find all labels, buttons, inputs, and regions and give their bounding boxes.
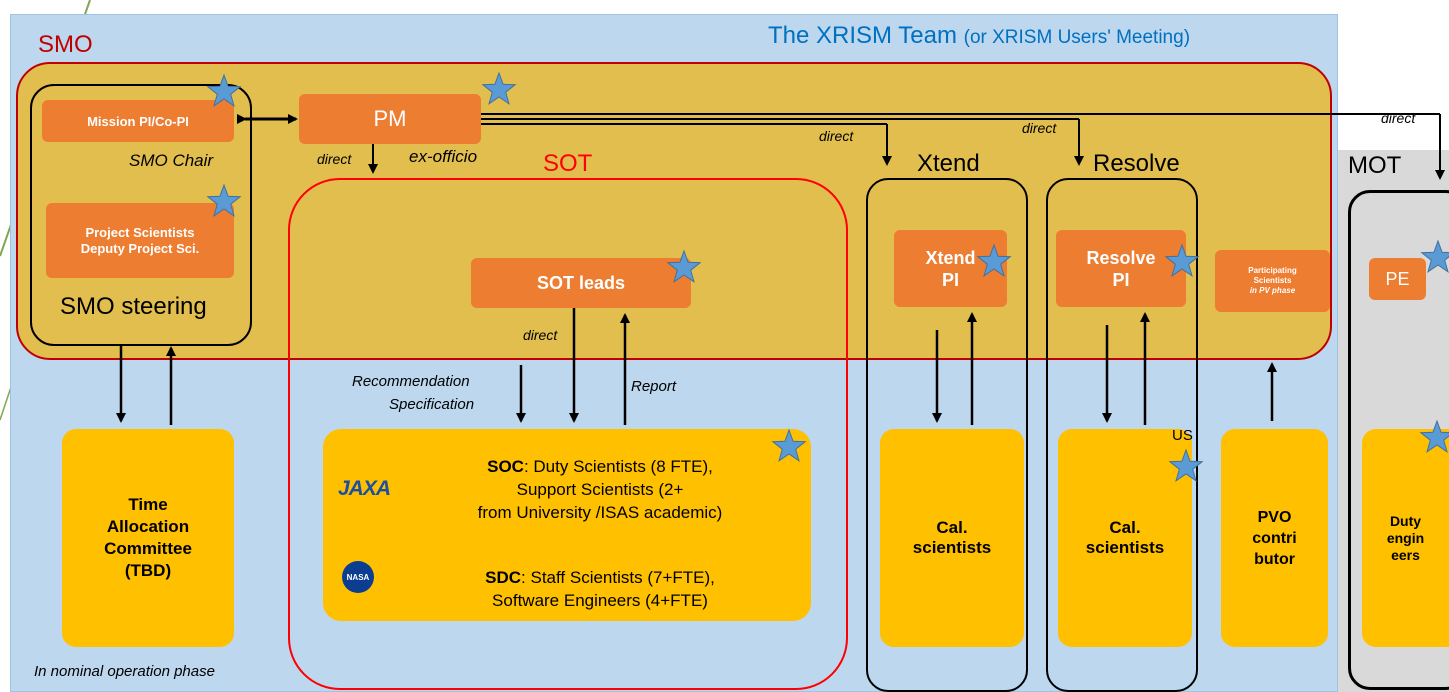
- pvo-line: PVO: [1257, 508, 1292, 526]
- duty-engineers-line: Duty: [1389, 512, 1422, 529]
- sot-label: SOT: [543, 150, 593, 177]
- nasa-logo-text: NASA: [346, 572, 370, 582]
- xtend-cal-box: Cal. scientists: [880, 429, 1024, 647]
- duty-engineers-box: Duty engin eers: [1362, 429, 1449, 647]
- jaxa-logo: JAXA: [338, 477, 391, 500]
- team-title-text: The XRISM Team: [768, 22, 957, 49]
- pvo-contributor-box: PVO contri butor: [1221, 429, 1328, 647]
- resolve-cal-line: scientists: [1085, 538, 1165, 557]
- nasa-logo: NASA: [342, 561, 374, 593]
- team-title: The XRISM Team (or XRISM Users' Meeting): [768, 22, 1190, 50]
- resolve-group: [1046, 178, 1198, 692]
- project-scientists-box: Project Scientists Deputy Project Sci.: [46, 203, 234, 278]
- soc-text: SOC: Duty Scientists (8 FTE), Support Sc…: [390, 455, 810, 524]
- participating-scientists-box: Participating Scientists in PV phase: [1215, 250, 1330, 312]
- xtend-label: Xtend: [917, 150, 980, 177]
- resolve-pi-line: PI: [1112, 269, 1130, 290]
- pm-box: PM: [299, 94, 481, 144]
- tac-line: Time: [128, 495, 168, 514]
- tac-line: (TBD): [124, 561, 172, 580]
- duty-engineers-line: eers: [1391, 546, 1420, 563]
- mot-direct-label: direct: [1381, 110, 1416, 126]
- pe-box: PE: [1369, 258, 1426, 300]
- soc-sdc-box: [323, 429, 811, 621]
- pm-direct-label: direct: [317, 151, 352, 167]
- sdc-text: SDC: Staff Scientists (7+FTE), Software …: [390, 566, 810, 612]
- participating-line: in PV phase: [1249, 286, 1296, 295]
- xtend-cal-line: scientists: [912, 538, 992, 557]
- ex-officio-label: ex-officio: [409, 147, 478, 166]
- mission-pi-box: Mission PI/Co-PI: [42, 100, 234, 142]
- specification-label: Specification: [389, 396, 475, 413]
- resolve-label: Resolve: [1093, 150, 1180, 177]
- sot-direct-label: direct: [523, 327, 558, 343]
- resolve-pi-line: Resolve: [1086, 247, 1156, 268]
- tac-line: Allocation: [106, 517, 190, 536]
- recommendation-label: Recommendation: [352, 373, 470, 390]
- project-scientists-line: Project Scientists: [85, 224, 195, 240]
- pvo-line: contri: [1252, 529, 1297, 547]
- soc-line: : Duty Scientists (8 FTE),: [523, 457, 713, 476]
- smo-steering-group: [30, 84, 252, 346]
- resolve-cal-box: Cal. scientists: [1058, 429, 1192, 647]
- team-title-suffix: (or XRISM Users' Meeting): [963, 27, 1191, 48]
- duty-engineers-line: engin: [1386, 529, 1425, 546]
- mot-group: [1348, 190, 1449, 690]
- sdc-name: SDC: [485, 568, 522, 587]
- soc-line: from University /ISAS academic): [477, 503, 723, 522]
- resolve-direct-label: direct: [1022, 120, 1057, 136]
- xtend-pi-box: Xtend PI: [894, 230, 1007, 307]
- xtend-direct-label: direct: [819, 128, 854, 144]
- project-scientists-line: Deputy Project Sci.: [80, 240, 200, 256]
- xtend-cal-line: Cal.: [936, 518, 968, 537]
- xtend-pi-line: Xtend: [925, 247, 976, 268]
- resolve-cal-line: Cal.: [1109, 518, 1141, 537]
- soc-name: SOC: [487, 457, 524, 476]
- participating-line: Scientists: [1253, 276, 1292, 285]
- smo-steering-label: SMO steering: [60, 293, 207, 320]
- tac-line: Committee: [104, 539, 192, 558]
- xtend-pi-line: PI: [941, 269, 959, 290]
- smo-chair-label: SMO Chair: [129, 151, 214, 170]
- sdc-line: Software Engineers (4+FTE): [492, 591, 708, 610]
- participating-line: Participating: [1248, 266, 1297, 275]
- tac-box: Time Allocation Committee (TBD): [62, 429, 234, 647]
- mot-label: MOT: [1348, 152, 1402, 179]
- us-label: US: [1172, 427, 1193, 444]
- xtend-group: [866, 178, 1028, 692]
- smo-label: SMO: [38, 31, 93, 58]
- sot-leads-box: SOT leads: [471, 258, 691, 308]
- sot-region: [288, 178, 848, 690]
- pvo-line: butor: [1254, 550, 1295, 568]
- phase-note: In nominal operation phase: [34, 663, 215, 680]
- soc-line: Support Scientists (2+: [516, 480, 684, 499]
- sdc-line: : Staff Scientists (7+FTE),: [521, 568, 715, 587]
- report-label: Report: [631, 378, 677, 395]
- resolve-pi-box: Resolve PI: [1056, 230, 1186, 307]
